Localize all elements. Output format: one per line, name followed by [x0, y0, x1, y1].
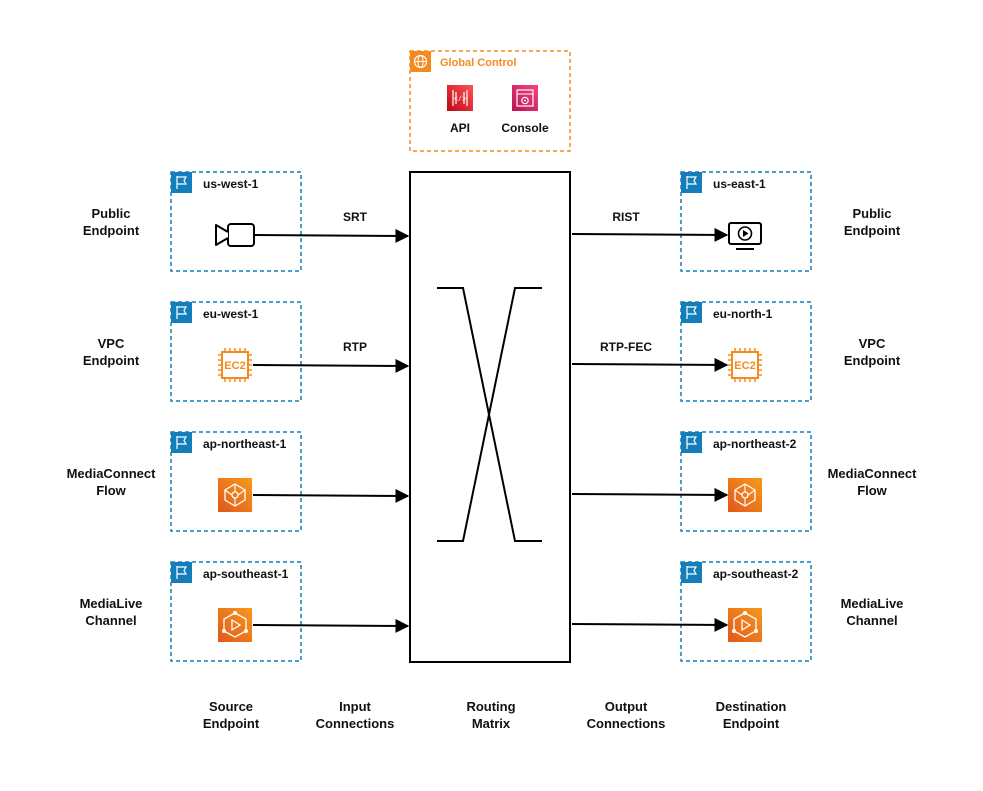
api-gateway-icon[interactable]: </> — [447, 85, 473, 111]
output-connection-line[interactable] — [571, 227, 729, 242]
region-box — [680, 171, 812, 272]
output-connection-line[interactable] — [571, 357, 729, 372]
region-label: ap-southeast-2 — [713, 567, 799, 581]
region-flag-icon — [681, 302, 702, 323]
region-flag-icon — [171, 172, 192, 193]
region-box — [170, 171, 302, 272]
output-protocol-label: RTP-FEC — [600, 340, 652, 354]
mediaconnect-icon — [728, 478, 762, 512]
routing-matrix — [409, 171, 571, 663]
mediaconnect-icon — [218, 478, 252, 512]
medialive-icon — [218, 608, 252, 642]
ec2-icon: EC2 — [218, 348, 252, 382]
region-label: ap-northeast-1 — [203, 437, 287, 451]
video-camera-icon — [215, 223, 255, 247]
input-connection-line[interactable] — [252, 618, 410, 633]
ec2-text: EC2 — [224, 360, 245, 372]
region-label: eu-west-1 — [203, 307, 259, 321]
region-box — [680, 561, 812, 662]
region-label: ap-southeast-1 — [203, 567, 289, 581]
input-protocol-label: SRT — [343, 210, 368, 224]
region-box — [680, 431, 812, 532]
region-label: us-east-1 — [713, 177, 766, 191]
region-label: us-west-1 — [203, 177, 259, 191]
region-flag-icon — [171, 432, 192, 453]
global-control-group: Global Control </> API Console — [409, 50, 571, 152]
crossover-path-b — [437, 287, 542, 542]
global-control-box — [409, 50, 571, 152]
region-flag-icon — [171, 302, 192, 323]
input-connection-line[interactable] — [252, 358, 410, 373]
output-connection-line[interactable] — [571, 617, 729, 632]
input-connection-line[interactable] — [252, 488, 410, 503]
region-flag-icon — [681, 172, 702, 193]
ec2-icon: EC2 — [728, 348, 762, 382]
region-box — [680, 301, 812, 402]
input-protocol-label: RTP — [343, 340, 367, 354]
output-protocol-label: RIST — [612, 210, 640, 224]
region-flag-icon — [681, 562, 702, 583]
global-control-title: Global Control — [440, 57, 516, 69]
medialive-icon — [728, 608, 762, 642]
console-label: Console — [501, 121, 549, 135]
output-connection-line[interactable] — [571, 487, 729, 502]
globe-icon — [410, 51, 431, 72]
region-box — [170, 561, 302, 662]
monitor-play-icon — [728, 222, 762, 250]
region-box — [170, 301, 302, 402]
svg-text:</>: </> — [454, 96, 467, 104]
api-label: API — [450, 121, 470, 135]
region-flag-icon — [681, 432, 702, 453]
region-label: eu-north-1 — [713, 307, 773, 321]
console-icon[interactable] — [512, 85, 538, 111]
region-box — [170, 431, 302, 532]
input-connection-line[interactable] — [252, 228, 410, 243]
ec2-text: EC2 — [734, 360, 755, 372]
region-label: ap-northeast-2 — [713, 437, 797, 451]
region-flag-icon — [171, 562, 192, 583]
